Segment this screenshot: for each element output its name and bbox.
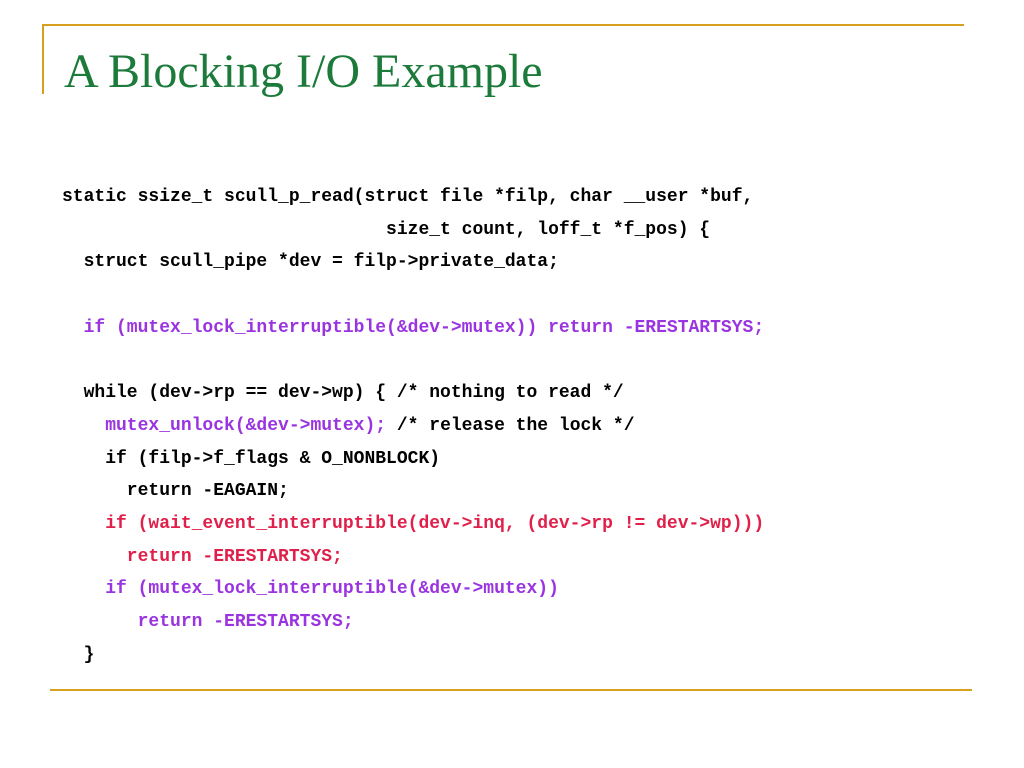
code-segment: struct scull_pipe *dev = filp->private_d… xyxy=(62,252,559,273)
code-segment: if (mutex_lock_interruptible(&dev->mutex… xyxy=(62,579,559,600)
code-segment: mutex_unlock(&dev->mutex); xyxy=(62,415,387,436)
code-segment: if (filp->f_flags & O_NONBLOCK) xyxy=(62,448,441,469)
code-line: return -EAGAIN; xyxy=(62,475,764,508)
code-line: size_t count, loff_t *f_pos) { xyxy=(62,214,764,247)
code-line: mutex_unlock(&dev->mutex); /* release th… xyxy=(62,410,764,443)
frame-bottom-rule xyxy=(50,689,972,691)
code-line: return -ERESTARTSYS; xyxy=(62,541,764,574)
code-line: if (filp->f_flags & O_NONBLOCK) xyxy=(62,443,764,476)
code-line: } xyxy=(62,639,764,672)
slide-title: A Blocking I/O Example xyxy=(64,45,543,98)
code-block: static ssize_t scull_p_read(struct file … xyxy=(62,181,764,671)
code-segment: size_t count, loff_t *f_pos) { xyxy=(62,219,711,240)
code-line: return -ERESTARTSYS; xyxy=(62,606,764,639)
code-segment: return -ERESTARTSYS; xyxy=(62,546,343,567)
code-segment: return -ERESTARTSYS; xyxy=(62,611,354,632)
code-line xyxy=(62,279,764,312)
frame-left-rule xyxy=(42,24,44,94)
code-line: if (mutex_lock_interruptible(&dev->mutex… xyxy=(62,573,764,606)
code-segment: } xyxy=(62,644,95,665)
code-line: if (mutex_lock_interruptible(&dev->mutex… xyxy=(62,312,765,345)
frame-top-rule xyxy=(42,24,964,26)
code-line: while (dev->rp == dev->wp) { /* nothing … xyxy=(62,377,764,410)
code-segment: while (dev->rp == dev->wp) { /* nothing … xyxy=(62,383,624,404)
code-line: struct scull_pipe *dev = filp->private_d… xyxy=(62,246,764,279)
code-line xyxy=(62,344,764,377)
code-line: if (wait_event_interruptible(dev->inq, (… xyxy=(62,508,764,541)
code-segment: return -EAGAIN; xyxy=(62,481,289,502)
code-segment: if (wait_event_interruptible(dev->inq, (… xyxy=(62,513,765,534)
code-line: static ssize_t scull_p_read(struct file … xyxy=(62,181,764,214)
code-segment: /* release the lock */ xyxy=(386,415,635,436)
code-segment: static ssize_t scull_p_read(struct file … xyxy=(62,187,754,207)
code-segment: if (mutex_lock_interruptible(&dev->mutex… xyxy=(62,317,765,338)
